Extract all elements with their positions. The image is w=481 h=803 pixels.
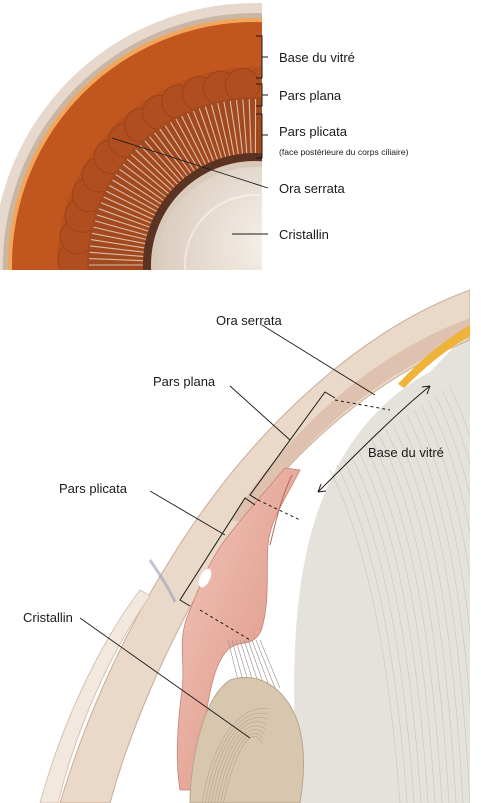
label-bottom-pars-plana: Pars plana [153,374,216,389]
label-top-pars-plicata: Pars plicata [279,124,348,139]
label-top-pars-plana: Pars plana [279,88,342,103]
label-bottom-ora-serrata: Ora serrata [216,313,283,328]
label-bottom-base-vitre: Base du vitré [368,445,444,460]
label-bottom-cristallin: Cristallin [23,610,73,625]
label-top-base-vitre: Base du vitré [279,50,355,65]
label-top-pars-plicata-note: (face postérieure du corps ciliaire) [279,147,409,157]
label-top-ora-serrata: Ora serrata [279,181,346,196]
bottom-figure [0,285,481,803]
label-top-cristallin: Cristallin [279,227,329,242]
label-bottom-pars-plicata: Pars plicata [59,481,128,496]
